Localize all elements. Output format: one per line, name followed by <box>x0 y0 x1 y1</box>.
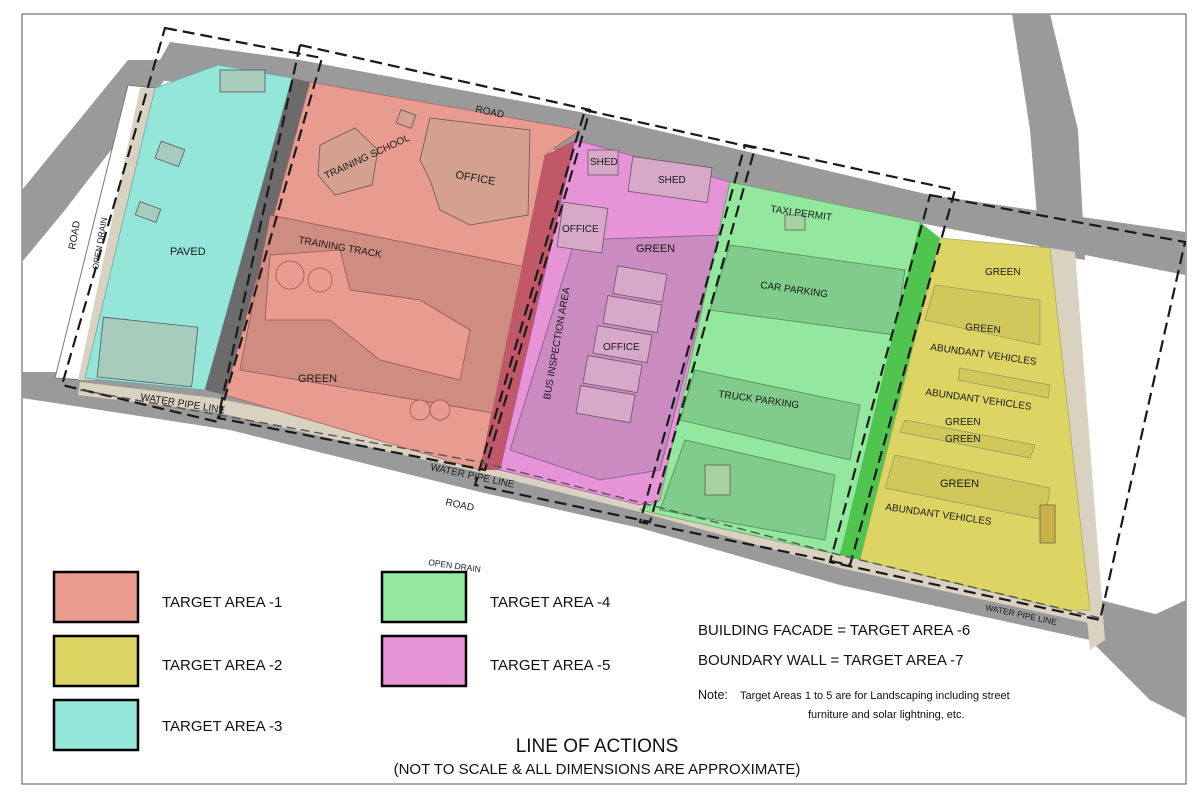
green-strip-2 <box>957 367 1051 399</box>
note-line-2: furniture and solar lightning, etc. <box>808 709 965 721</box>
building-green-practice <box>704 464 731 496</box>
road-corner-bottom-right <box>1100 600 1186 680</box>
divider-strip-1 <box>205 78 310 395</box>
label-office-2: OFFICE <box>562 224 599 235</box>
legend-swatch-4 <box>380 570 468 624</box>
label-road-left: ROAD <box>67 220 83 250</box>
truck-parking-zone <box>679 369 861 461</box>
label-green-2e: GREEN <box>940 478 979 490</box>
road-top <box>160 42 1185 275</box>
legend-boundary-wall: BOUNDARY WALL = TARGET AREA -7 <box>698 652 964 669</box>
label-green-area-1: GREEN <box>298 373 337 385</box>
building-paved-bottom <box>96 316 199 388</box>
track-circle-2 <box>307 267 333 293</box>
building-office-3-b <box>602 295 663 334</box>
page-subtitle: (NOT TO SCALE & ALL DIMENSIONS ARE APPRO… <box>394 761 801 778</box>
label-green-2d: GREEN <box>945 434 981 445</box>
note: Note: Target Areas 1 to 5 are for Landsc… <box>698 688 1010 721</box>
building-shed-1 <box>587 149 619 176</box>
building-office-3-e <box>575 385 636 424</box>
legend-label-3: TARGET AREA -3 <box>162 718 282 735</box>
label-green-2a: GREEN <box>985 267 1021 278</box>
building-office-3-a <box>612 265 668 303</box>
building-taxi-permit <box>784 214 806 231</box>
track-circle-3 <box>409 399 431 421</box>
boundary-area-5 <box>473 108 757 524</box>
track-circle-1 <box>275 260 305 290</box>
note-line-1: Target Areas 1 to 5 are for Landscaping … <box>740 690 1010 702</box>
label-paved: PAVED <box>170 246 206 258</box>
bus-inspection-zone <box>509 234 721 481</box>
building-small-1 <box>395 109 417 129</box>
legend-swatch-1 <box>52 570 140 624</box>
legend-label-4: TARGET AREA -4 <box>490 594 610 611</box>
boundary-area-1 <box>216 43 592 472</box>
legend-label-1: TARGET AREA -1 <box>162 594 282 611</box>
boundary-area-4 <box>638 143 957 567</box>
label-green-2c: GREEN <box>945 417 981 428</box>
legend-swatch-5 <box>380 634 468 688</box>
road-bottom <box>22 372 1186 718</box>
page-title: LINE OF ACTIONS <box>516 736 679 757</box>
footpath-right <box>1050 248 1105 650</box>
label-shed-2: SHED <box>658 175 686 186</box>
water-pipe-line <box>79 389 1101 619</box>
building-paved-top <box>219 69 266 93</box>
green-strip-3 <box>899 419 1036 459</box>
building-office-3-d <box>582 355 643 394</box>
boundary-area-2 <box>828 193 1187 622</box>
legend-swatch-3 <box>52 698 140 752</box>
building-shed-2 <box>627 156 713 203</box>
building-yellow-small <box>1039 504 1056 544</box>
legend-label-5: TARGET AREA -5 <box>490 657 610 674</box>
road-right-vertical <box>1012 14 1085 260</box>
legend: TARGET AREA -1 TARGET AREA -2 TARGET ARE… <box>52 570 970 752</box>
divider-strip-3 <box>840 222 940 560</box>
building-training-school <box>317 127 379 196</box>
building-paved-small-1 <box>154 140 186 168</box>
building-paved-small-2 <box>134 201 162 223</box>
track-circle-4 <box>429 399 451 421</box>
label-green-2b: GREEN <box>965 322 1001 336</box>
green-strip-1 <box>924 284 1041 346</box>
legend-swatch-2 <box>52 634 140 688</box>
building-office-3-c <box>592 325 653 364</box>
legend-facade: BUILDING FACADE = TARGET AREA -6 <box>698 622 970 639</box>
legend-label-2: TARGET AREA -2 <box>162 657 282 674</box>
note-prefix: Note: <box>698 688 728 702</box>
label-office-3: OFFICE <box>603 342 640 353</box>
practice-ground <box>659 439 836 541</box>
target-boundaries <box>60 26 1187 622</box>
building-office-2 <box>556 201 609 254</box>
label-green-area-5: GREEN <box>636 243 675 255</box>
label-shed-1: SHED <box>590 157 618 168</box>
building-office-1 <box>419 117 531 226</box>
